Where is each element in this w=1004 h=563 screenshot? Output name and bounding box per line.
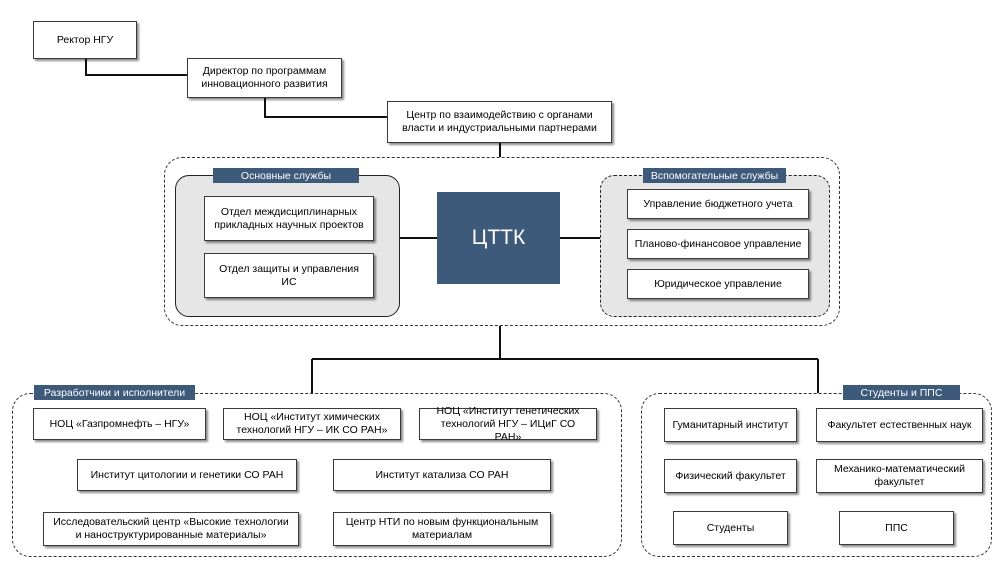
developer-item: Исследовательский центр «Высокие техноло… [43, 512, 299, 546]
director-box: Директор по программам инновационного ра… [187, 58, 342, 98]
student-item: Гуманитарный институт [664, 408, 797, 442]
connector-director-center [264, 98, 387, 118]
aux-service-item: Планово-финансовое управление [627, 229, 809, 259]
main-service-item: Отдел защиты и управления ИС [204, 253, 374, 298]
interaction-center-box: Центр по взаимодействию с органами власт… [387, 101, 612, 143]
main-services-title: Основные службы [213, 168, 359, 183]
developer-item: Институт катализа СО РАН [333, 459, 551, 491]
students-group [641, 393, 992, 557]
cttk-box: ЦТТК [437, 192, 560, 284]
developer-item: НОЦ «Институт генетических технологий НГ… [419, 405, 597, 443]
developer-item: НОЦ «Институт химических технологий НГУ … [223, 408, 401, 440]
student-item: Механико-математический факультет [816, 459, 983, 493]
developers-group [12, 393, 622, 557]
student-item: ППС [839, 511, 954, 545]
cttk-group [164, 157, 840, 326]
developer-item: НОЦ «Газпромнефть – НГУ» [33, 408, 206, 440]
main-service-item: Отдел междисциплинарных прикладных научн… [204, 196, 374, 241]
aux-service-item: Юридическое управление [627, 269, 809, 299]
rector-box: Ректор НГУ [33, 21, 137, 59]
developer-item: Центр НТИ по новым функциональным матери… [333, 512, 551, 546]
student-item: Студенты [673, 511, 788, 545]
developer-item: Институт цитологии и генетики СО РАН [77, 459, 297, 491]
students-title: Студенты и ППС [843, 385, 960, 400]
student-item: Физический факультет [664, 459, 797, 493]
developers-title: Разработчики и исполнители [34, 385, 195, 400]
student-item: Факультет естественных наук [816, 408, 983, 442]
aux-services-title: Вспомогательные службы [643, 168, 786, 183]
connector-rector-director [85, 59, 187, 76]
aux-service-item: Управление бюджетного учета [627, 189, 809, 219]
